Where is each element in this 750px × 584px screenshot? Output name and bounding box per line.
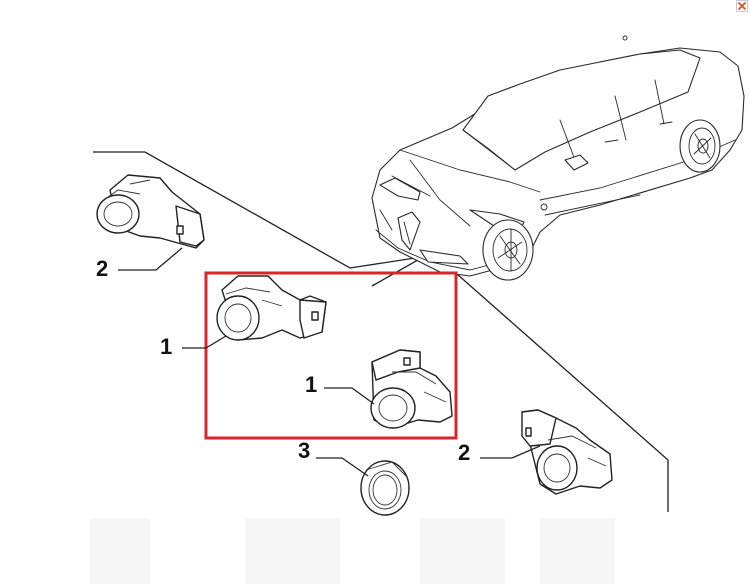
callout-2-top: 2	[96, 256, 108, 281]
callout-leaders	[118, 247, 541, 477]
ring-part-3	[360, 460, 410, 516]
close-icon[interactable]	[736, 0, 748, 12]
car-illustration	[371, 35, 745, 281]
sensor-part-1b	[370, 349, 453, 429]
sensor-part-2a	[96, 174, 205, 249]
sensor-part-2b	[521, 409, 613, 495]
callout-2-bottom: 2	[458, 440, 470, 465]
frame-lines	[93, 151, 669, 512]
callout-3: 3	[298, 438, 310, 463]
callout-1-upper: 1	[160, 334, 172, 359]
sensor-part-1a	[216, 275, 327, 341]
background-blocks	[90, 518, 615, 584]
highlight-box	[204, 271, 458, 440]
callout-1-lower: 1	[305, 372, 317, 397]
